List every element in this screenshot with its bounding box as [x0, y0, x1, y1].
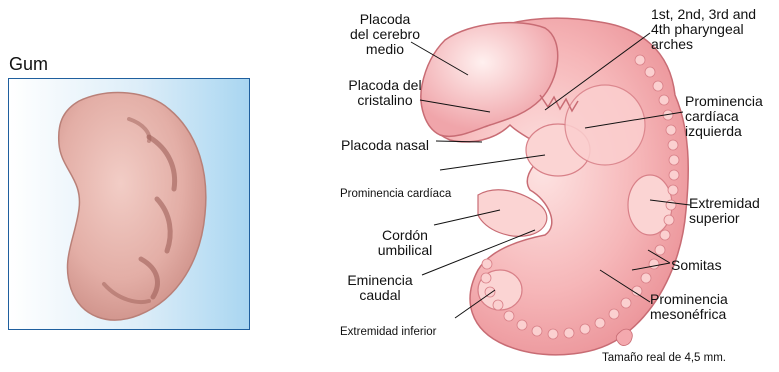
label-prominencia-mesonefrica: Prominencia mesonéfrica [650, 292, 728, 322]
label-eminencia-caudal: Eminencia caudal [345, 273, 415, 303]
label-prominencia-cardiaca: Prominencia cardíaca [340, 188, 451, 201]
label-placoda-nasal: Placoda nasal [341, 138, 429, 153]
label-somitas: Somitas [671, 258, 722, 273]
label-pharyngeal-arches: 1st, 2nd, 3rd and 4th pharyngeal arches [651, 7, 756, 52]
label-prominencia-cardiaca-izquierda: Prominencia cardíaca izquierda [685, 94, 763, 139]
gum-title: Gum [9, 54, 48, 75]
gum-image [9, 79, 249, 329]
label-placoda-cristalino: Placoda del cristalino [343, 78, 427, 108]
label-tamano-real: Tamaño real de 4,5 mm. [602, 352, 726, 365]
label-extremidad-superior: Extremidad superior [689, 196, 760, 226]
label-placoda-cerebro-medio: Placoda del cerebro medio [344, 12, 426, 57]
gum-image-panel [8, 78, 250, 330]
label-cordon-umbilical: Cordón umbilical [370, 228, 440, 258]
label-extremidad-inferior: Extremidad inferior [340, 326, 437, 339]
